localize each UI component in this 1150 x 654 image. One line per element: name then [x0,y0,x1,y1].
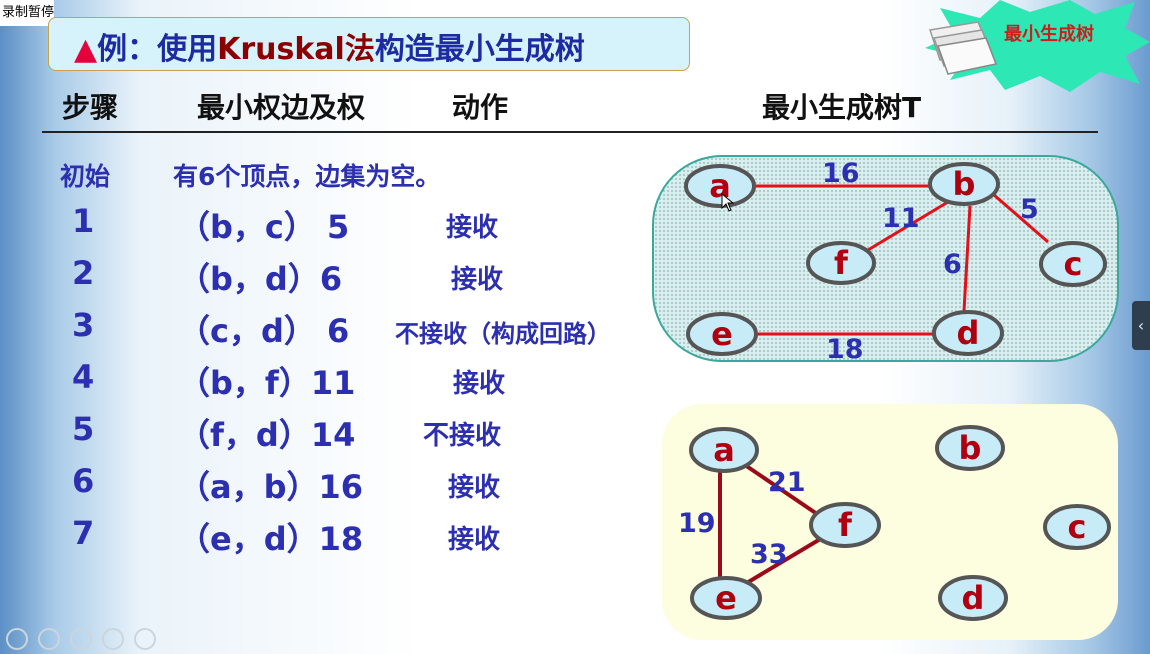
pen-icon[interactable] [38,628,60,650]
weight-e-f: 33 [750,539,788,570]
chevron-left-icon: ‹ [1137,316,1145,335]
row-2-step: 2 [72,254,95,292]
title-prefix: 例：使用 [97,32,218,67]
row-7-edge: （e，d）18 [178,520,364,558]
tree-node-f: f [806,241,876,285]
svg-text:c: c [1068,508,1087,546]
row-7-step: 7 [72,514,95,552]
weight-b-c: 5 [1020,194,1039,225]
weight-a-e: 19 [678,508,716,539]
weight-b-f: 11 [882,203,920,234]
tree-node-a: a [684,164,756,208]
svg-text:d: d [962,579,985,617]
weight-b-d: 6 [943,249,962,280]
tree-edge-b-c [993,193,1049,244]
svg-text:b: b [953,165,976,203]
row-1-step: 1 [72,202,95,240]
remaining-edge-a-f [740,461,822,518]
svg-text:c: c [1064,245,1083,283]
mouse-cursor-icon [721,192,735,212]
triangle-icon: ▲ [74,32,98,67]
bottom-toolbar [6,628,166,654]
header-divider [42,131,1098,133]
back-icon[interactable] [6,628,28,650]
init-desc: 有6个顶点，边集为空。 [173,162,441,191]
title-keyword: Kruskal法 [217,32,375,67]
slide-title: ▲例：使用Kruskal法构造最小生成树 [74,24,585,68]
starburst-badge [925,0,1150,92]
svg-text:d: d [957,314,980,352]
row-2-edge: （b，d）6 [178,260,343,298]
row-5-edge: （f，d）14 [178,416,356,454]
tree-edge-b-d [962,205,972,312]
row-1-edge: （b，c） 5 [178,208,350,246]
remaining-node-d: d [938,575,1008,621]
row-6-step: 6 [72,462,95,500]
tree-node-c: c [1039,241,1107,287]
row-5-step: 5 [72,410,95,448]
row-7-action: 接收 [448,525,501,555]
tree-node-b: b [928,162,1000,206]
remaining-node-b: b [935,425,1005,471]
header-step: 步骤 [62,91,119,124]
svg-text:b: b [959,429,982,467]
row-3-step: 3 [72,306,95,344]
svg-text:f: f [834,244,849,282]
row-6-edge: （a，b）16 [178,468,364,506]
header-edge: 最小权边及权 [197,91,366,124]
recording-status: 录制暂停 [0,0,54,26]
slide-title-box: ▲例：使用Kruskal法构造最小生成树 [48,17,690,71]
grid-icon[interactable] [70,628,92,650]
weight-a-b: 16 [822,158,860,189]
init-step: 初始 [60,162,111,191]
row-4-action: 接收 [453,369,506,399]
badge-label: 最小生成树 [1004,24,1094,45]
header-tree: 最小生成树T [762,91,922,124]
svg-text:e: e [711,315,733,353]
tree-edge-b-f [862,200,949,255]
row-3-edge: （c，d） 6 [178,312,350,350]
header-action: 动作 [452,91,509,124]
remaining-edge-e-f [743,536,824,586]
svg-text:f: f [838,506,853,544]
svg-text:a: a [713,431,735,469]
remaining-node-c: c [1043,504,1111,550]
row-4-step: 4 [72,358,95,396]
more-icon[interactable] [134,628,156,650]
tree-node-e: e [686,312,758,356]
zoom-icon[interactable] [102,628,124,650]
svg-text:a: a [709,167,731,205]
title-suffix: 构造最小生成树 [374,32,585,67]
row-5-action: 不接收 [423,421,502,451]
row-6-action: 接收 [448,473,501,503]
row-1-action: 接收 [446,213,499,243]
row-4-edge: （b，f）11 [178,364,356,402]
book-stack-icon [929,21,998,75]
side-panel-toggle[interactable]: ‹ [1132,301,1150,350]
tree-node-d: d [932,310,1004,356]
row-3-action: 不接收（构成回路） [395,320,611,348]
svg-text:e: e [715,579,737,617]
remaining-node-a: a [689,427,759,473]
weight-e-d: 18 [826,334,864,365]
remaining-node-f: f [809,502,881,548]
remaining-node-e: e [690,576,762,620]
weight-a-f: 21 [768,467,806,498]
row-2-action: 接收 [451,265,504,295]
